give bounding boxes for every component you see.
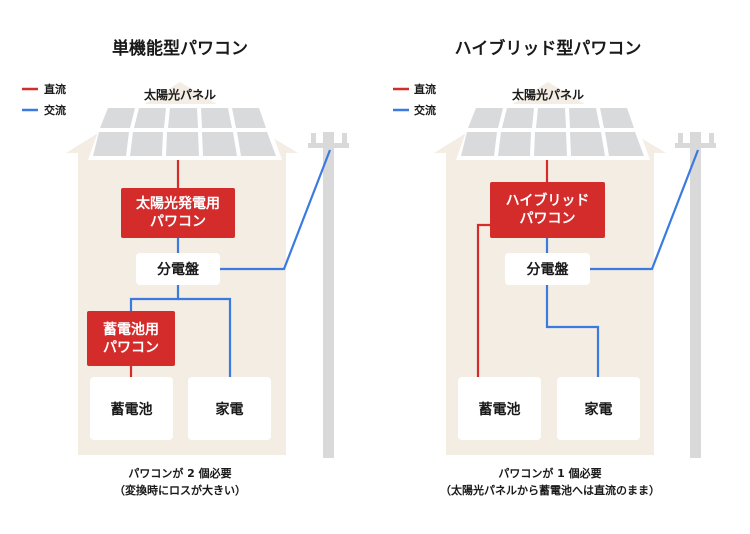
left-diagram-title: 単機能型パワコン bbox=[112, 39, 248, 59]
right-legend-ac: 交流 bbox=[414, 104, 436, 117]
right-solar-panel-icon bbox=[456, 104, 650, 160]
right-appliance-box: 家電 bbox=[557, 377, 640, 440]
left-legend-dc: 直流 bbox=[44, 83, 66, 96]
right-distribution-board: 分電盤 bbox=[505, 253, 590, 285]
right-hybrid-inverter-box: ハイブリッド パワコン bbox=[490, 182, 605, 238]
left-legend-ac: 交流 bbox=[44, 104, 66, 117]
left-wiring bbox=[129, 149, 332, 377]
left-caption-line1: パワコンが 2 個必要 bbox=[128, 467, 232, 480]
left-distribution-board: 分電盤 bbox=[136, 253, 220, 285]
left-utility-pole-icon bbox=[308, 132, 349, 458]
right-utility-pole-icon bbox=[675, 132, 716, 458]
left-panel-label: 太陽光パネル bbox=[143, 88, 216, 102]
left-inverter-box: 太陽光発電用 パワコン bbox=[121, 188, 235, 238]
right-panel-label: 太陽光パネル bbox=[511, 88, 584, 102]
right-caption-line2: （太陽光パネルから蓄電池へは直流のまま） bbox=[440, 484, 660, 497]
left-battery-inverter-box: 蓄電池用 パワコン bbox=[87, 311, 175, 366]
left-appliance-box: 家電 bbox=[188, 377, 271, 440]
right-diagram-title: ハイブリッド型パワコン bbox=[454, 39, 642, 59]
left-battery-box: 蓄電池 bbox=[90, 377, 173, 440]
right-caption-line1: パワコンが 1 個必要 bbox=[498, 467, 602, 480]
right-battery-box: 蓄電池 bbox=[458, 377, 541, 440]
left-solar-panel-icon bbox=[88, 104, 282, 160]
left-caption-line2: （変換時にロスが大きい） bbox=[114, 484, 246, 497]
right-legend-dc: 直流 bbox=[414, 83, 436, 96]
right-wiring bbox=[476, 149, 700, 377]
